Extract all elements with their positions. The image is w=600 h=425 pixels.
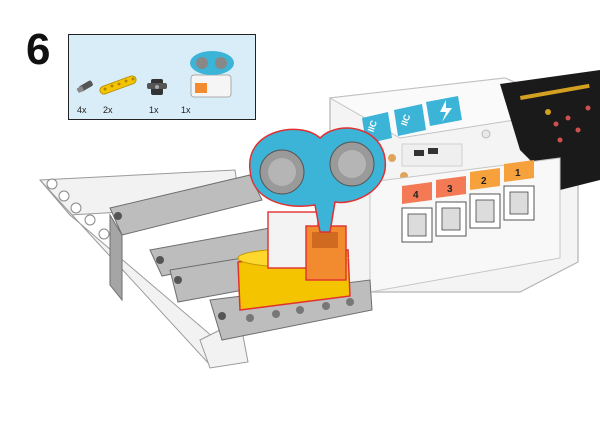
iic-port-label-2: IIC [394, 104, 426, 136]
port-4-number: 4 [413, 190, 419, 201]
port-3: 3 [435, 176, 467, 237]
port-2-number: 2 [481, 176, 487, 187]
parts-illustration [76, 51, 234, 98]
connector-part-icon [147, 79, 167, 95]
step-number: 6 [26, 25, 51, 74]
port-1-number: 1 [515, 168, 521, 179]
iic-label-2: IIC [399, 112, 413, 127]
pin-qty: 4x [77, 105, 87, 115]
beam-part-icon [99, 75, 137, 95]
port-4: 4 [401, 182, 433, 243]
port-3-number: 3 [447, 184, 453, 195]
ultrasonic-sensor-part-icon [190, 51, 234, 98]
sensor-qty: 1x [181, 105, 191, 115]
connector-qty: 1x [149, 105, 159, 115]
beam-qty: 2x [103, 105, 113, 115]
ultrasonic-sensor-new [249, 127, 386, 281]
power-label-icon [426, 96, 462, 126]
parts-callout: 4x 2x 1x 1x [68, 34, 256, 120]
iic-label-1: IIC [366, 119, 380, 134]
port-2: 2 [469, 168, 501, 229]
port-1: 1 [503, 160, 535, 221]
pin-part-icon [76, 80, 93, 93]
